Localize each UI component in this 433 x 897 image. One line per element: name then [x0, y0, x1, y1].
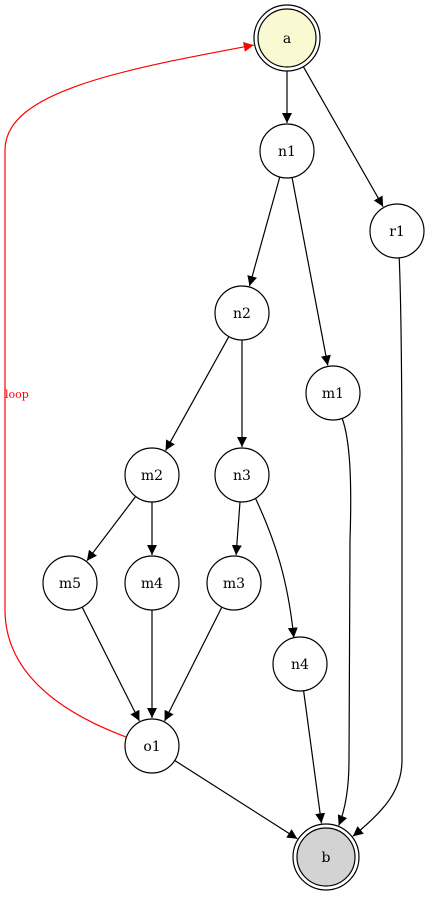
node-m3-circle	[206, 555, 262, 611]
node-b-circle	[296, 827, 356, 887]
node-n2-label: n2	[233, 306, 251, 322]
nodes-layer: a n1 r1 n2 m1 m2 n3 m5 m4 m3 n4 o1 b	[42, 4, 425, 891]
node-m1-circle	[305, 365, 361, 421]
node-m5: m5	[42, 555, 98, 611]
node-b: b	[292, 823, 360, 891]
edge-m3-to-o1	[164, 606, 223, 722]
edge-m1-to-b	[337, 418, 352, 826]
node-m4-circle	[124, 555, 180, 611]
node-m2: m2	[124, 447, 180, 503]
edge-labels-layer: loop	[5, 388, 29, 401]
node-m2-label: m2	[141, 468, 163, 484]
node-m3-label: m3	[223, 576, 245, 592]
node-b-label: b	[322, 850, 331, 866]
edge-n3-to-m3	[231, 501, 242, 556]
edge-a-to-r1	[302, 66, 384, 207]
node-o1-label: o1	[143, 739, 160, 755]
node-o1-circle	[124, 718, 180, 774]
edge-o1-to-b	[174, 760, 298, 840]
node-n1: n1	[259, 123, 315, 179]
node-r1: r1	[369, 203, 425, 259]
edge-o1-to-a	[4, 41, 254, 738]
node-n3-circle	[214, 447, 270, 503]
edge-m5-to-o1	[81, 606, 140, 722]
edge-m2-to-m5	[86, 496, 137, 562]
node-n4-label: n4	[291, 657, 309, 673]
node-m4: m4	[124, 555, 180, 611]
node-m1: m1	[305, 365, 361, 421]
edge-n4-to-b	[303, 690, 326, 824]
edge-r1-to-b	[352, 257, 403, 837]
node-m2-circle	[124, 447, 180, 503]
node-n3-label: n3	[233, 468, 251, 484]
node-m4-label: m4	[141, 576, 163, 592]
node-n1-label: n1	[278, 144, 296, 160]
edges-layer	[4, 41, 403, 840]
node-n4-circle	[272, 636, 328, 692]
node-o1: o1	[124, 718, 180, 774]
node-n3: n3	[214, 447, 270, 503]
node-a-circle	[257, 8, 317, 68]
edge-n1-to-n2	[247, 176, 281, 287]
node-n2-circle	[214, 285, 270, 341]
edge-label-o1-to-a: loop	[5, 388, 29, 401]
node-n4: n4	[272, 636, 328, 692]
node-a-label: a	[283, 31, 291, 47]
node-n1-circle	[259, 123, 315, 179]
node-m5-label: m5	[59, 576, 81, 592]
edge-n2-to-m2	[165, 336, 230, 451]
node-a: a	[253, 4, 321, 72]
node-m1-label: m1	[322, 386, 344, 402]
edge-n3-to-n4	[254, 498, 298, 638]
edge-n1-to-m1	[291, 177, 331, 366]
node-m3: m3	[206, 555, 262, 611]
node-m5-circle	[42, 555, 98, 611]
node-n2: n2	[214, 285, 270, 341]
node-r1-circle	[369, 203, 425, 259]
node-r1-label: r1	[389, 224, 405, 240]
